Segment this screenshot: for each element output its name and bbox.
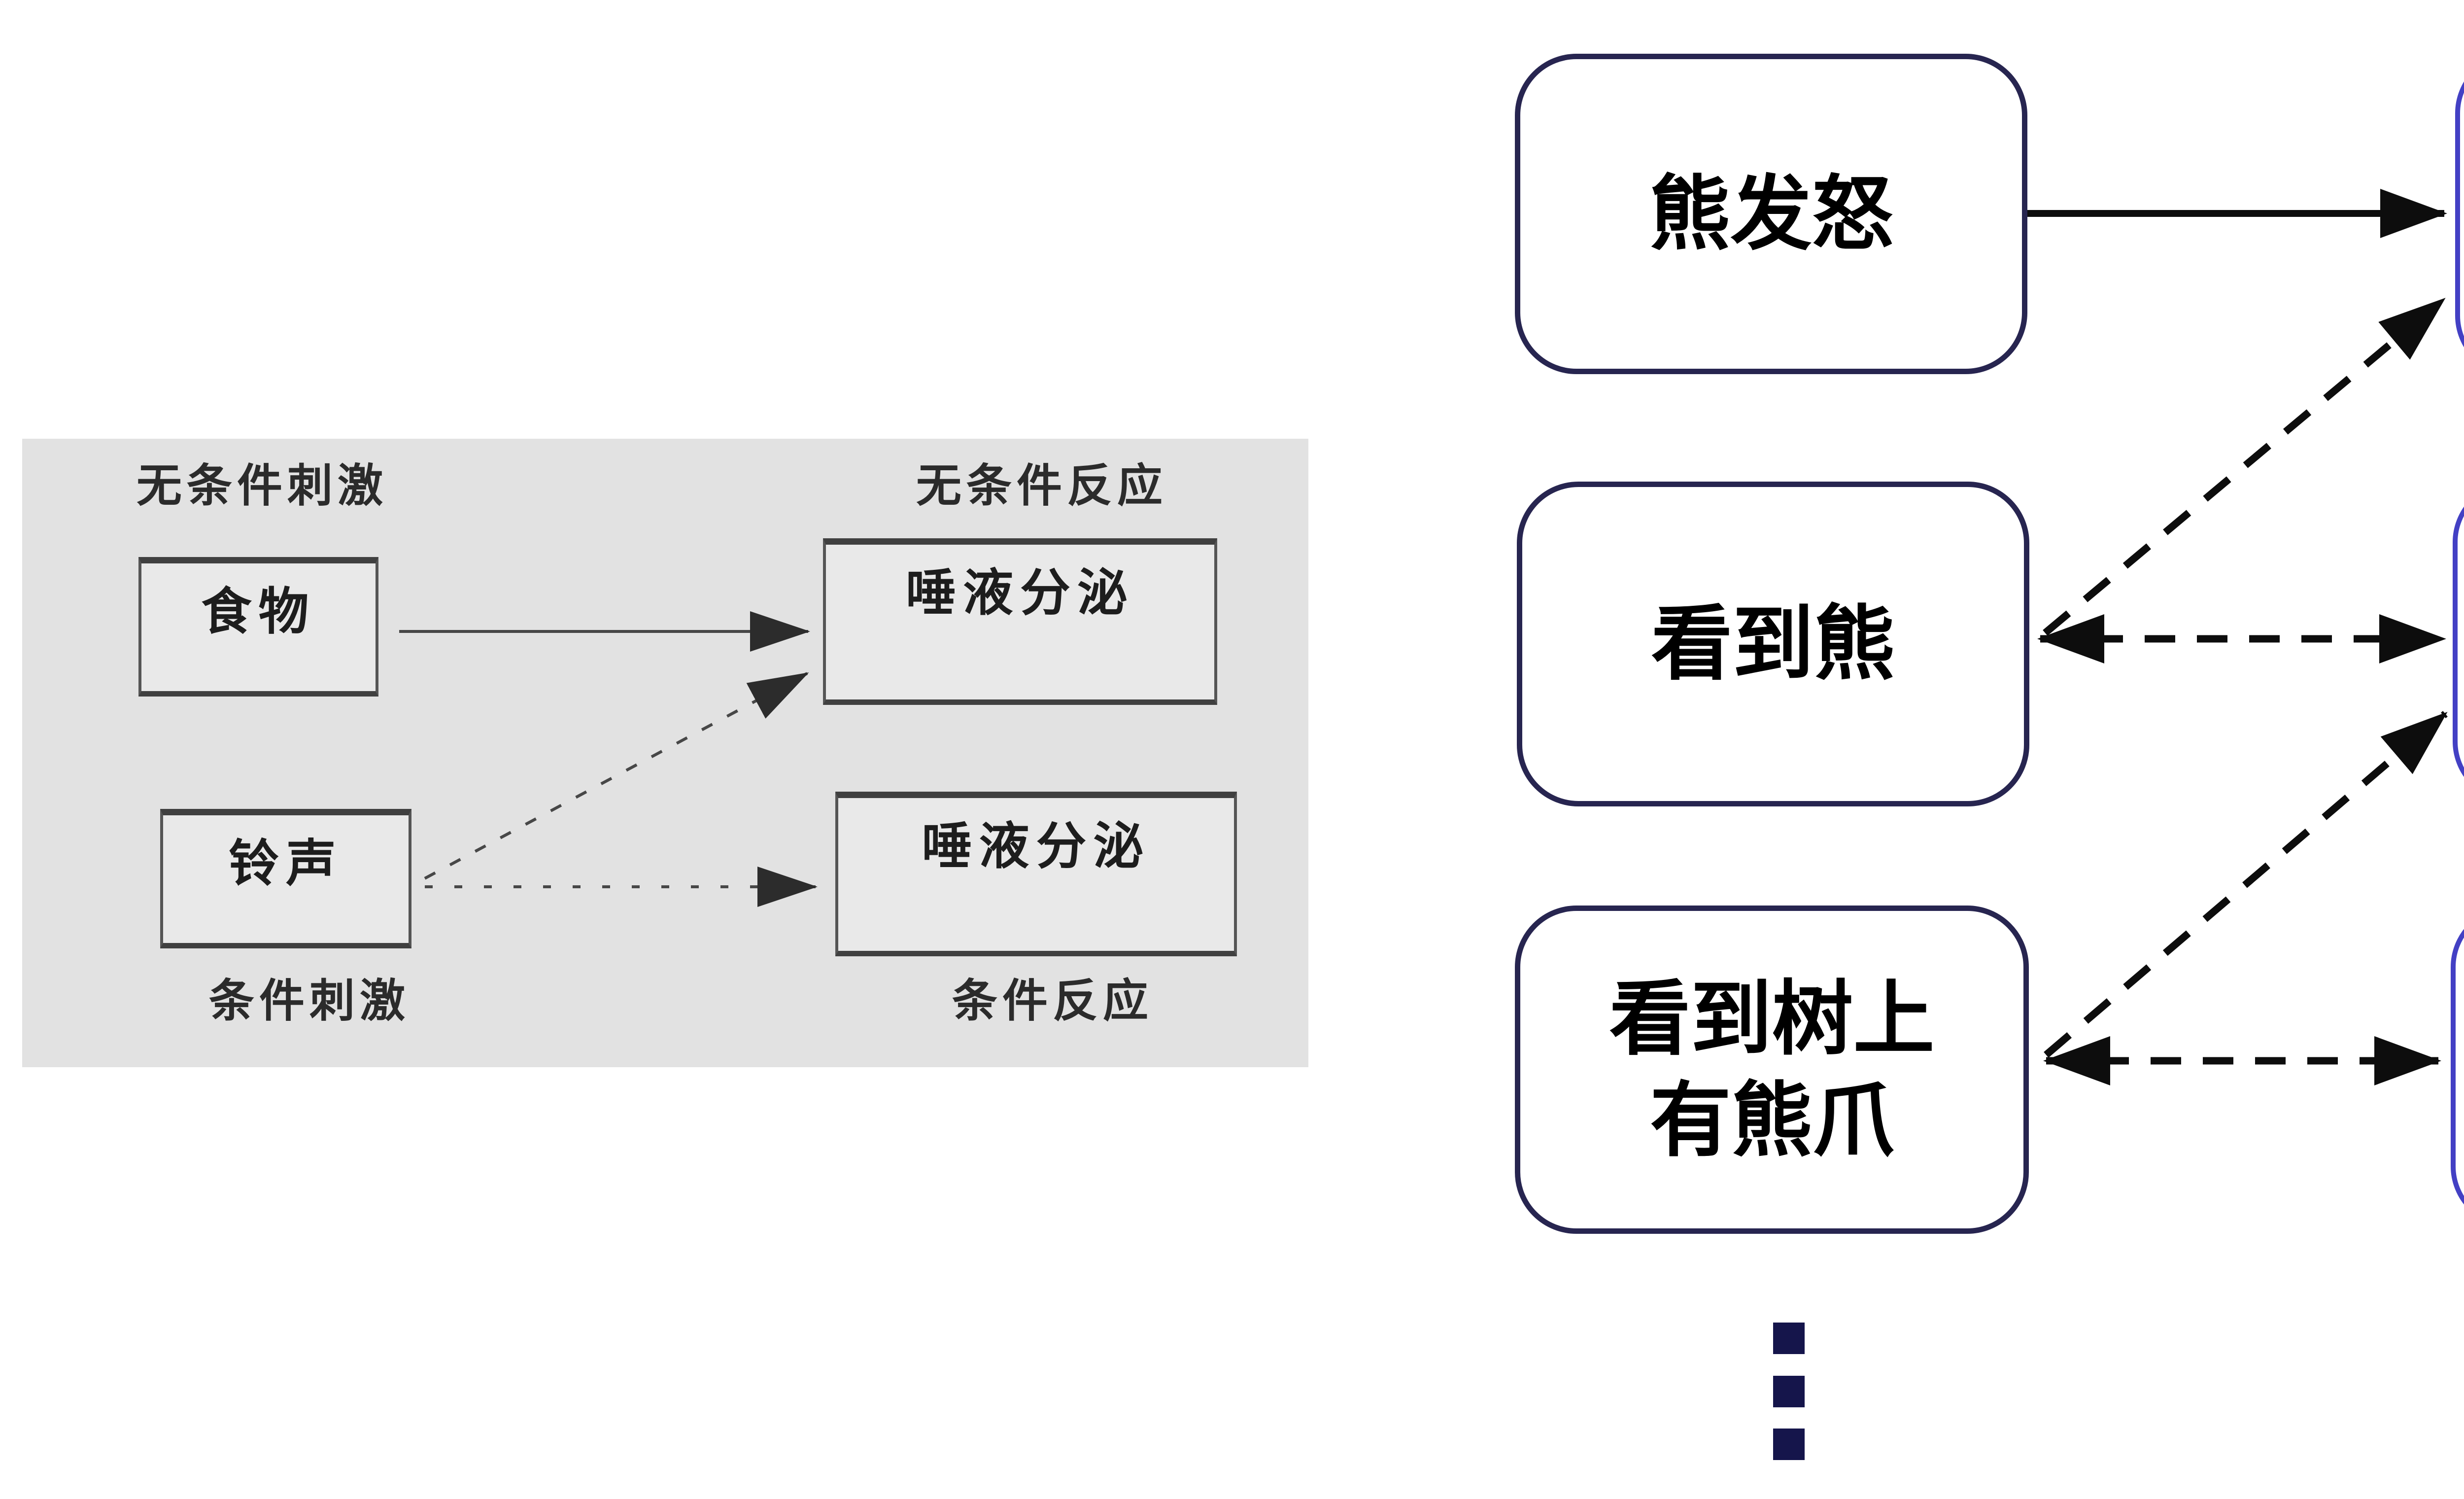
node-see-claw-label: 看到树上 有熊爪 [1609,971,1935,1168]
node-reward: 奖励 [2455,52,2464,377]
node-value-next: V(s′) [2453,481,2464,803]
label-conditioned-response: 条件反应 [952,975,1153,1027]
node-see-claw: 看到树上 有熊爪 [1515,906,2029,1234]
arrow-see-claw-to-value-next [2044,711,2448,1058]
node-bear-rage-label: 熊发怒 [1649,166,1893,261]
node-bell-label: 铃声 [229,835,343,893]
node-bear-rage: 熊发怒 [1515,54,2027,374]
node-food-label: 食物 [201,583,316,641]
node-salivation-top-label: 唾液分泌 [906,564,1134,623]
node-bell: 铃声 [160,809,411,948]
ellipsis-dot-states-3 [1773,1429,1805,1460]
node-salivation-bottom-label: 唾液分泌 [922,817,1151,876]
ellipsis-dot-states-1 [1773,1323,1805,1354]
node-food: 食物 [138,557,378,697]
label-unconditioned-stimulus: 无条件刺激 [136,459,388,512]
node-see-bear: 看到熊 [1517,482,2029,806]
node-salivation-top: 唾液分泌 [823,538,1217,705]
node-value-current: V(s) [2451,906,2464,1228]
node-see-bear-label: 看到熊 [1651,596,1895,692]
classical-conditioning-panel [22,439,1308,1067]
label-unconditioned-response: 无条件反应 [916,459,1167,512]
node-salivation-bottom: 唾液分泌 [835,792,1237,956]
label-conditioned-stimulus: 条件刺激 [208,975,410,1027]
ellipsis-dot-states-2 [1773,1376,1805,1407]
arrow-see-bear-to-reward [2043,297,2446,636]
